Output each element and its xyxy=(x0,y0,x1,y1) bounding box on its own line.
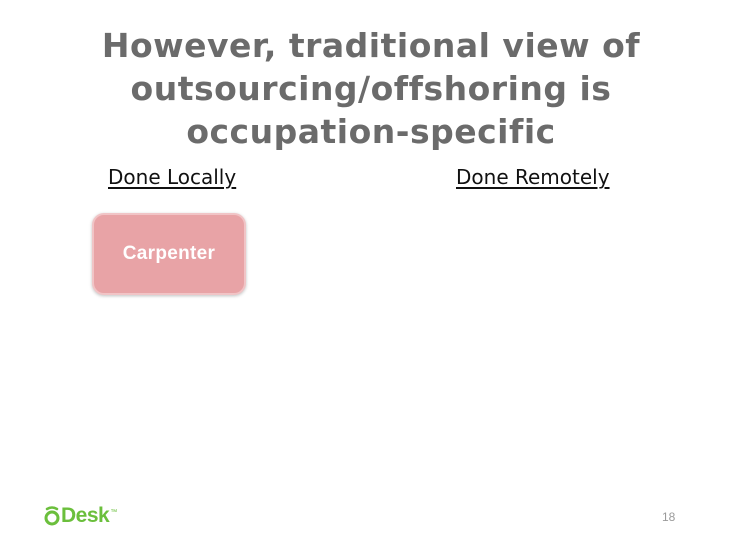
done-remotely-heading: Done Remotely xyxy=(456,165,610,189)
title-line-1: However, traditional view of xyxy=(101,26,641,65)
odesk-logo-icon xyxy=(44,506,60,526)
logo-trademark: ™ xyxy=(110,509,118,516)
title-line-3: occupation-specific xyxy=(186,112,556,151)
page-number: 18 xyxy=(662,510,676,524)
title-line-2: outsourcing/offshoring is xyxy=(130,69,612,108)
carpenter-label: Carpenter xyxy=(122,243,216,264)
done-locally-heading: Done Locally xyxy=(108,165,237,189)
logo-text: Desk xyxy=(61,504,110,527)
odesk-logo: Desk ™ xyxy=(44,503,117,529)
slide-title: However, traditional view of outsourcing… xyxy=(40,24,702,153)
carpenter-box: Carpenter xyxy=(92,213,246,295)
